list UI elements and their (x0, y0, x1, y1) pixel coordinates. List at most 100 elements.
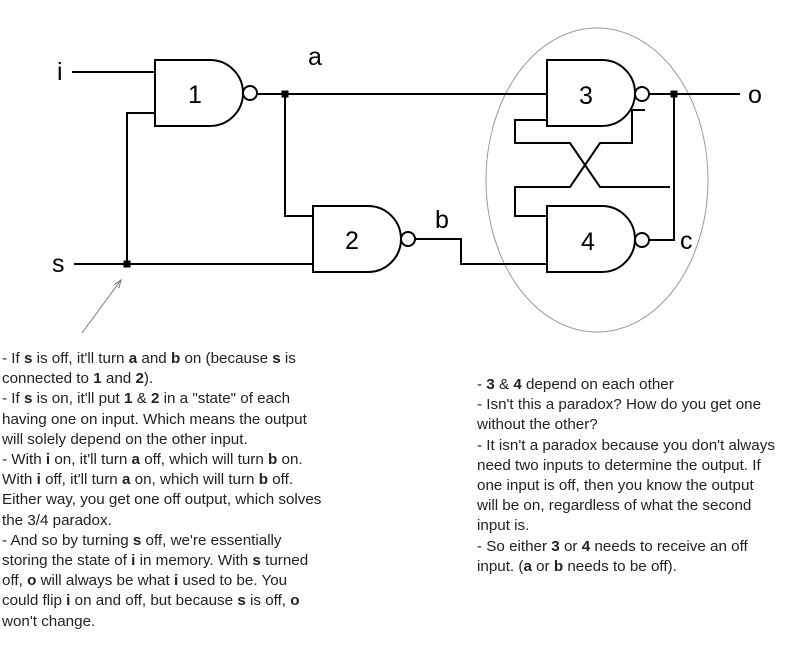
text-run: will always be what (36, 572, 174, 590)
text-run: on and off, but because (70, 592, 238, 610)
bold-term: s (132, 531, 142, 549)
bold-term: 2 (150, 390, 160, 408)
bold-term: 2 (135, 370, 144, 388)
right-explanation: - 3 & 4 depend on each other- Isn't this… (477, 375, 777, 577)
wire-gate3-feedback (514, 119, 670, 188)
signal-s-label: s (52, 250, 65, 278)
bold-term: 4 (513, 376, 522, 393)
text-run: is connected to (2, 350, 296, 388)
bold-term: o (27, 572, 37, 590)
circuit-diagram: 1 2 3 4 i s a b o c (52, 27, 762, 334)
text-run: - So either (477, 537, 552, 555)
text-run: - If (2, 390, 24, 408)
nand-gate-3-bubble (634, 86, 650, 102)
text-run: & (132, 390, 151, 408)
signal-i-label: i (57, 58, 63, 86)
text-run: on, it'll turn (50, 451, 132, 469)
bold-term: o (290, 592, 300, 610)
gate-4-label: 4 (581, 228, 595, 256)
pointer-arrow (81, 279, 122, 334)
junction-dot-a (281, 90, 289, 98)
bold-term: i (66, 592, 71, 610)
bold-term: a (121, 471, 131, 489)
signal-o-label: o (748, 81, 762, 109)
right-notes-paragraph: - Isn't this a paradox? How do you get o… (477, 395, 777, 435)
wire-b (415, 238, 547, 265)
text-run: on, which will turn (130, 471, 259, 489)
bold-term: 4 (581, 537, 591, 555)
bold-term: i (173, 572, 179, 590)
right-notes-paragraph: - So either 3 or 4 needs to receive an o… (477, 537, 777, 577)
text-run: or (559, 537, 582, 555)
text-run: off, which will turn (139, 451, 268, 469)
gate-2-label: 2 (345, 227, 359, 255)
text-run: needs to be off). (563, 557, 677, 575)
text-run: in a "state" of each having one on input… (2, 390, 307, 448)
text-run: - (477, 376, 487, 393)
bold-term: s (23, 390, 33, 408)
text-run: or (531, 557, 554, 575)
left-notes-paragraph: - If s is off, it'll turn a and b on (be… (2, 349, 324, 389)
bold-term: b (258, 471, 269, 489)
nand-gate-4-bubble (634, 232, 650, 248)
text-run: - With (2, 451, 46, 469)
left-notes-paragraph: - And so by turning s off, we're essenti… (2, 531, 324, 632)
bold-term: a (131, 451, 140, 469)
wire-s-to-gate1 (126, 112, 155, 264)
bold-term: a (523, 557, 532, 575)
text-run: is off, (245, 592, 291, 610)
left-notes-paragraph: - With i on, it'll turn a off, which wil… (2, 450, 324, 531)
nand-gate-2-bubble (400, 231, 416, 247)
bold-term: s (272, 350, 281, 367)
right-notes-paragraph: - 3 & 4 depend on each other (477, 375, 777, 395)
text-run: used to be. You could flip (2, 572, 288, 610)
wire-gate4-feedback (514, 109, 645, 217)
text-run: needs to receive an off input. ( (477, 537, 748, 575)
text-run: turned off, (2, 552, 309, 590)
latch-grouping-ellipse (485, 27, 709, 333)
gate-3-label: 3 (579, 82, 593, 110)
text-run: off. Either way, you get one off output,… (2, 471, 322, 529)
text-run: is on, it'll put (32, 390, 124, 408)
bold-term: b (553, 557, 564, 575)
text-run: ). (143, 370, 154, 388)
bold-term: 1 (123, 390, 133, 408)
bold-term: b (268, 451, 278, 469)
signal-c-label: c (680, 227, 693, 255)
text-run: off, we're essentially storing the state… (2, 531, 282, 570)
wire-a-to-gate2 (284, 94, 313, 217)
text-run: - If (2, 350, 24, 367)
text-run: depend on each other (521, 376, 674, 393)
signal-a-label: a (308, 43, 322, 71)
wire-gate3-out-to-gate4 (649, 94, 675, 241)
bold-term: a (128, 350, 138, 367)
bold-term: i (45, 451, 51, 469)
text-run: & (494, 376, 514, 393)
bold-term: s (23, 350, 33, 367)
right-notes-paragraph: - It isn't a paradox because you don't a… (477, 436, 777, 537)
text-run: is off, it'll turn (32, 350, 129, 367)
bold-term: 1 (93, 370, 102, 388)
signal-b-label: b (435, 206, 449, 234)
text-run: in memory. With (135, 552, 253, 570)
left-notes-paragraph: - If s is on, it'll put 1 & 2 in a "stat… (2, 389, 324, 450)
text-run: - It isn't a paradox because you don't a… (477, 436, 775, 535)
bold-term: b (170, 350, 181, 367)
text-run: - Isn't this a paradox? How do you get o… (477, 396, 762, 434)
text-run: - And so by turning (2, 531, 133, 549)
gate-1-label: 1 (188, 81, 202, 109)
text-run: won't change. (2, 612, 96, 630)
left-explanation: - If s is off, it'll turn a and b on (be… (2, 349, 324, 632)
bold-term: s (237, 592, 246, 610)
pointer-arrowhead (113, 278, 122, 289)
text-run: off, it'll turn (40, 471, 122, 489)
bold-term: i (131, 552, 136, 570)
text-run: and (137, 350, 171, 367)
bold-term: 3 (551, 537, 560, 555)
bold-term: 3 (486, 376, 495, 393)
junction-dot-s (123, 260, 131, 268)
junction-dot-o (670, 90, 678, 98)
text-run: and (101, 370, 136, 388)
nand-gate-1-bubble (242, 85, 258, 101)
text-run: on. With (2, 451, 303, 489)
